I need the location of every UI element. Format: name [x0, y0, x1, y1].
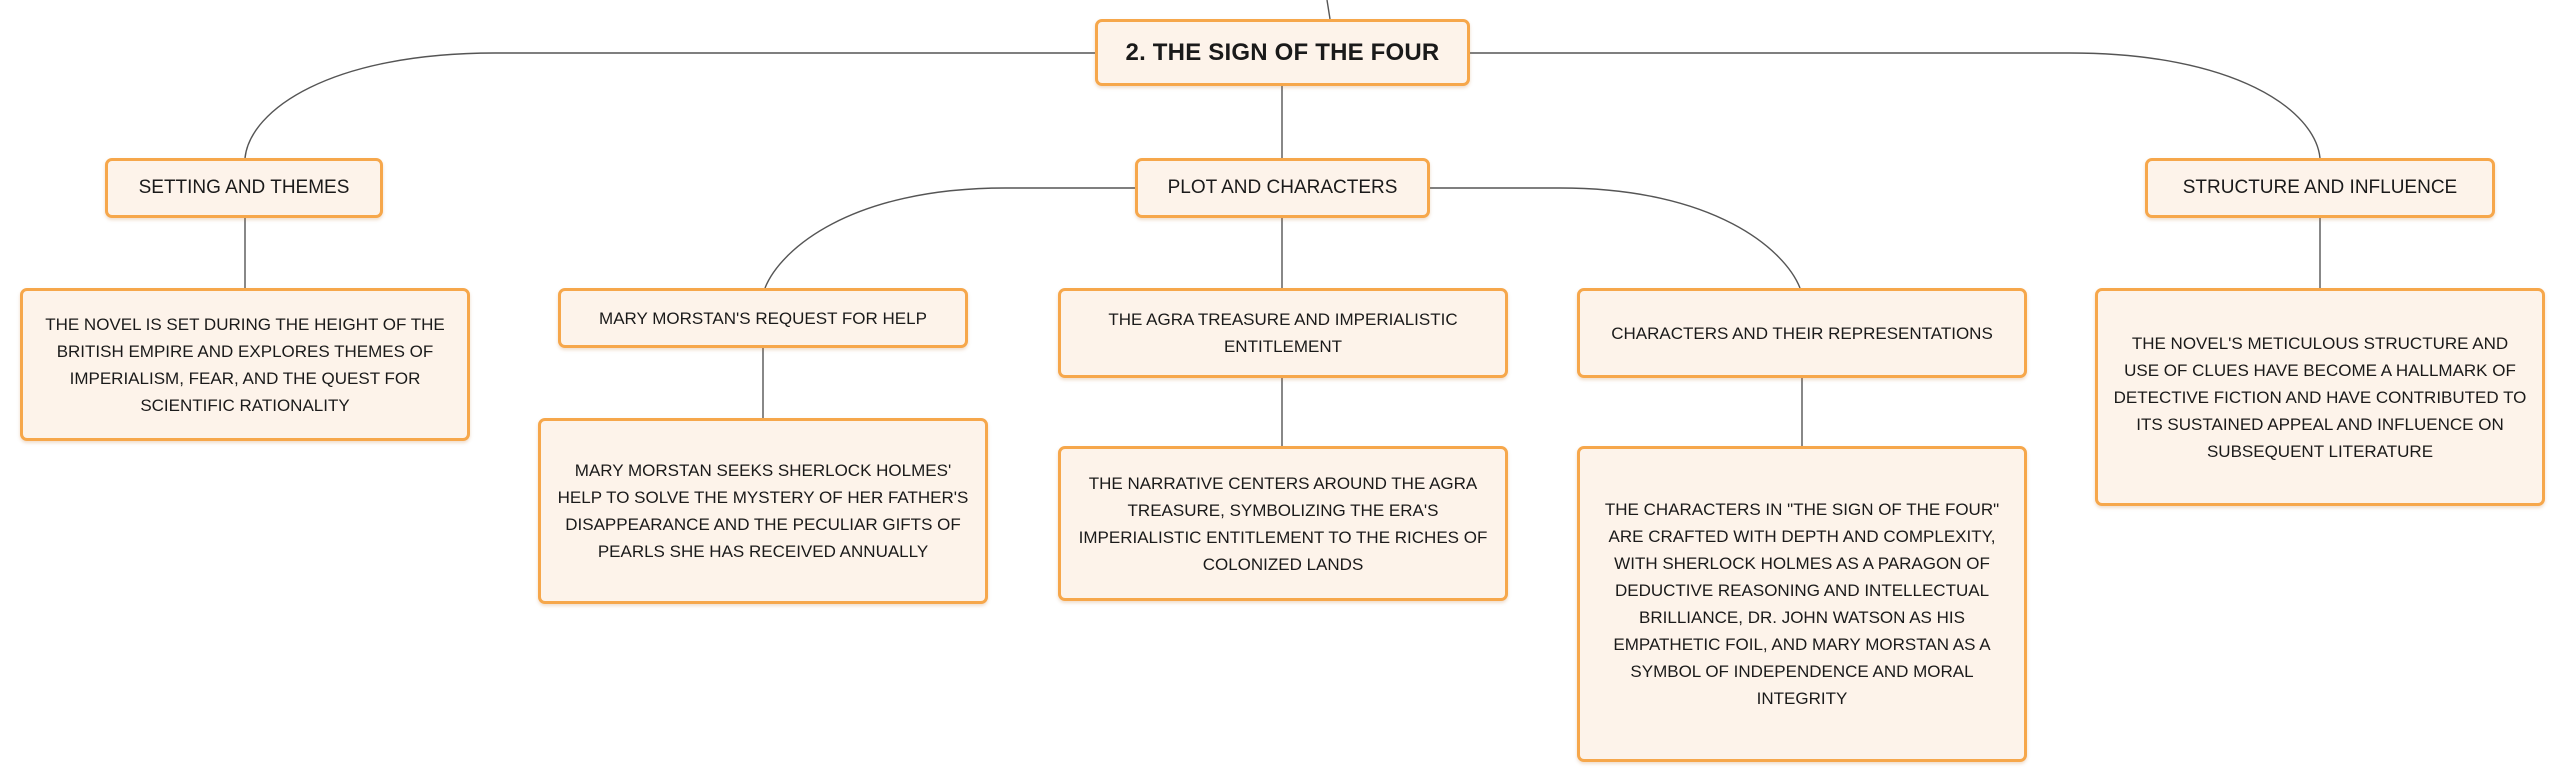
mary-detail-text: MARY MORSTAN SEEKS SHERLOCK HOLMES' HELP…	[557, 461, 969, 561]
mary-request-node[interactable]: MARY MORSTAN'S REQUEST FOR HELP	[558, 288, 968, 348]
structure-and-influence-node[interactable]: STRUCTURE AND INFLUENCE	[2145, 158, 2495, 218]
plot-and-characters-label: PLOT AND CHARACTERS	[1167, 177, 1398, 198]
connector-root-setting	[244, 52, 1095, 159]
characters-detail-node[interactable]: THE CHARACTERS IN "THE SIGN OF THE FOUR"…	[1577, 446, 2027, 762]
setting-detail-text: THE NOVEL IS SET DURING THE HEIGHT OF TH…	[45, 314, 445, 415]
structure-and-influence-label: STRUCTURE AND INFLUENCE	[2182, 177, 2458, 198]
mary-request-label: MARY MORSTAN'S REQUEST FOR HELP	[599, 308, 927, 328]
structure-detail-text: THE NOVEL'S METICULOUS STRUCTURE AND USE…	[2113, 333, 2527, 461]
setting-and-themes-label: SETTING AND THEMES	[138, 177, 350, 198]
agra-treasure-node[interactable]: THE AGRA TREASURE AND IMPERIALISTIC ENTI…	[1058, 288, 1508, 378]
root-node[interactable]: 2. THE SIGN OF THE FOUR	[1095, 19, 1470, 86]
characters-detail-text: THE CHARACTERS IN "THE SIGN OF THE FOUR"…	[1604, 500, 2000, 708]
connector-plot-mary	[764, 187, 1135, 289]
mary-detail-node[interactable]: MARY MORSTAN SEEKS SHERLOCK HOLMES' HELP…	[538, 418, 988, 604]
characters-representations-label: CHARACTERS AND THEIR REPRESENTATIONS	[1611, 323, 1993, 343]
root-node-label: 2. THE SIGN OF THE FOUR	[1125, 38, 1440, 66]
setting-detail-node[interactable]: THE NOVEL IS SET DURING THE HEIGHT OF TH…	[20, 288, 470, 441]
connector-parent-root	[1326, 0, 1331, 20]
characters-representations-node[interactable]: CHARACTERS AND THEIR REPRESENTATIONS	[1577, 288, 2027, 378]
agra-treasure-label: THE AGRA TREASURE AND IMPERIALISTIC ENTI…	[1108, 310, 1458, 356]
agra-detail-text: THE NARRATIVE CENTERS AROUND THE AGRA TR…	[1078, 473, 1488, 574]
setting-and-themes-node[interactable]: SETTING AND THEMES	[105, 158, 383, 218]
plot-and-characters-node[interactable]: PLOT AND CHARACTERS	[1135, 158, 1430, 218]
connector-root-structure	[1470, 52, 2321, 159]
agra-detail-node[interactable]: THE NARRATIVE CENTERS AROUND THE AGRA TR…	[1058, 446, 1508, 601]
structure-detail-node[interactable]: THE NOVEL'S METICULOUS STRUCTURE AND USE…	[2095, 288, 2545, 506]
connector-plot-characters	[1430, 187, 1801, 289]
